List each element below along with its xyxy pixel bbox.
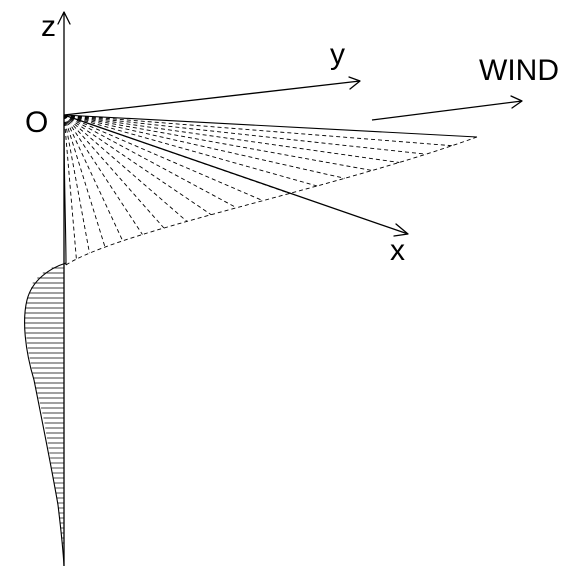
velocity-vector (63, 114, 373, 171)
z-axis-label: z (41, 10, 56, 43)
velocity-vector (63, 114, 400, 163)
lower-profile-curve (24, 262, 67, 567)
velocity-vector (63, 114, 77, 260)
velocity-vector (63, 114, 453, 147)
wind-arrowhead (510, 95, 523, 109)
y-axis-label: y (330, 38, 345, 71)
velocity-vector (63, 114, 188, 222)
wind-arrow (371, 100, 523, 121)
velocity-vector (63, 114, 143, 235)
velocity-vector (63, 114, 90, 254)
velocity-vector (63, 114, 106, 248)
spiral-envelope (65, 136, 478, 266)
velocity-vector (63, 114, 264, 202)
lower-profile-hatching (24, 267, 64, 544)
velocity-vector (63, 114, 290, 194)
origin-label: O (25, 106, 48, 139)
z-axis-arrowhead (57, 11, 71, 25)
velocity-vector (63, 114, 212, 216)
velocity-vector (63, 114, 318, 187)
velocity-vectors (63, 114, 453, 260)
velocity-vector (63, 114, 345, 179)
y-axis-arrowhead (348, 76, 361, 90)
surface-velocity-vector (63, 114, 478, 138)
x-axis-label: x (390, 234, 405, 267)
x-axis-arrowhead (393, 223, 409, 237)
y-axis (63, 80, 361, 116)
velocity-vector (63, 114, 124, 241)
upper-profile-curve (63, 114, 67, 266)
velocity-vector (63, 114, 427, 155)
velocity-vector (63, 114, 237, 209)
wind-label: WIND (479, 54, 559, 87)
